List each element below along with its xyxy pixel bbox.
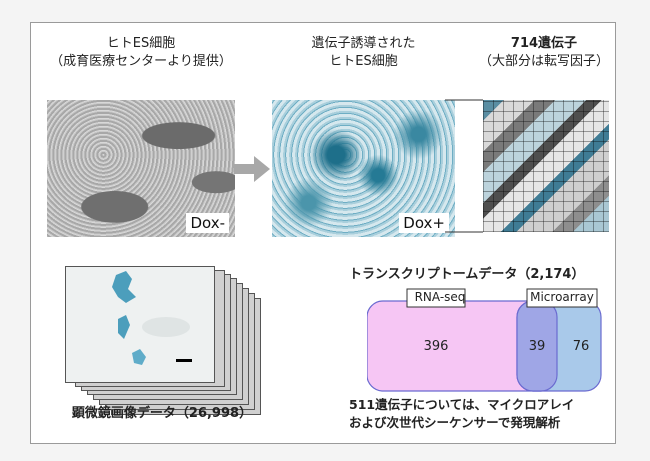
note-line-1: 511遺伝子については、マイクロアレイ bbox=[349, 397, 575, 412]
overlap-set bbox=[517, 301, 557, 391]
dox-minus-tag: Dox- bbox=[186, 213, 229, 233]
genes-caption: 714遺伝子 （大部分は転写因子） bbox=[471, 35, 617, 71]
induced-image: Dox+ bbox=[272, 100, 455, 237]
dox-plus-tag: Dox+ bbox=[399, 213, 449, 233]
overlap-count: 39 bbox=[528, 339, 546, 354]
hes-title: ヒトES細胞 bbox=[106, 36, 176, 51]
microarray-only-count: 76 bbox=[572, 339, 590, 354]
hes-caption: ヒトES細胞 （成育医療センターより提供） bbox=[47, 35, 235, 71]
rna-only-count: 396 bbox=[423, 339, 449, 354]
induced-title-2: ヒトES細胞 bbox=[329, 54, 398, 69]
transcriptome-title: トランスクリプトームデータ（2,174） bbox=[349, 267, 585, 282]
microarray-label: Microarray bbox=[530, 290, 594, 304]
genes-subtitle: （大部分は転写因子） bbox=[478, 54, 609, 69]
rna-seq-label: RNA-seq bbox=[414, 290, 466, 304]
venn-diagram bbox=[367, 288, 602, 392]
figure-frame: ヒトES細胞 （成育医療センターより提供） 遺伝子誘導された ヒトES細胞 71… bbox=[30, 22, 616, 444]
genes-title: 714遺伝子 bbox=[510, 36, 578, 51]
gene-mosaic-image bbox=[483, 100, 609, 232]
scale-bar bbox=[176, 359, 192, 362]
note-line-2: および次世代シーケンサーで発現解析 bbox=[349, 415, 561, 430]
stack-front-image bbox=[65, 266, 215, 383]
rna-seq-label-box bbox=[406, 288, 466, 308]
microarray-label-box bbox=[526, 288, 598, 308]
stained-cells bbox=[112, 271, 190, 365]
image-stack bbox=[65, 266, 265, 416]
images-caption: 顕微鏡画像データ（26,998） bbox=[71, 406, 253, 421]
expression-note: 511遺伝子については、マイクロアレイ および次世代シーケンサーで発現解析 bbox=[349, 396, 574, 432]
arrow-right-icon bbox=[234, 156, 270, 182]
hes-subtitle: （成育医療センターより提供） bbox=[50, 54, 232, 69]
induced-title: 遺伝子誘導された bbox=[311, 36, 416, 51]
hes-image: Dox- bbox=[47, 100, 235, 237]
induced-caption: 遺伝子誘導された ヒトES細胞 bbox=[272, 35, 455, 71]
